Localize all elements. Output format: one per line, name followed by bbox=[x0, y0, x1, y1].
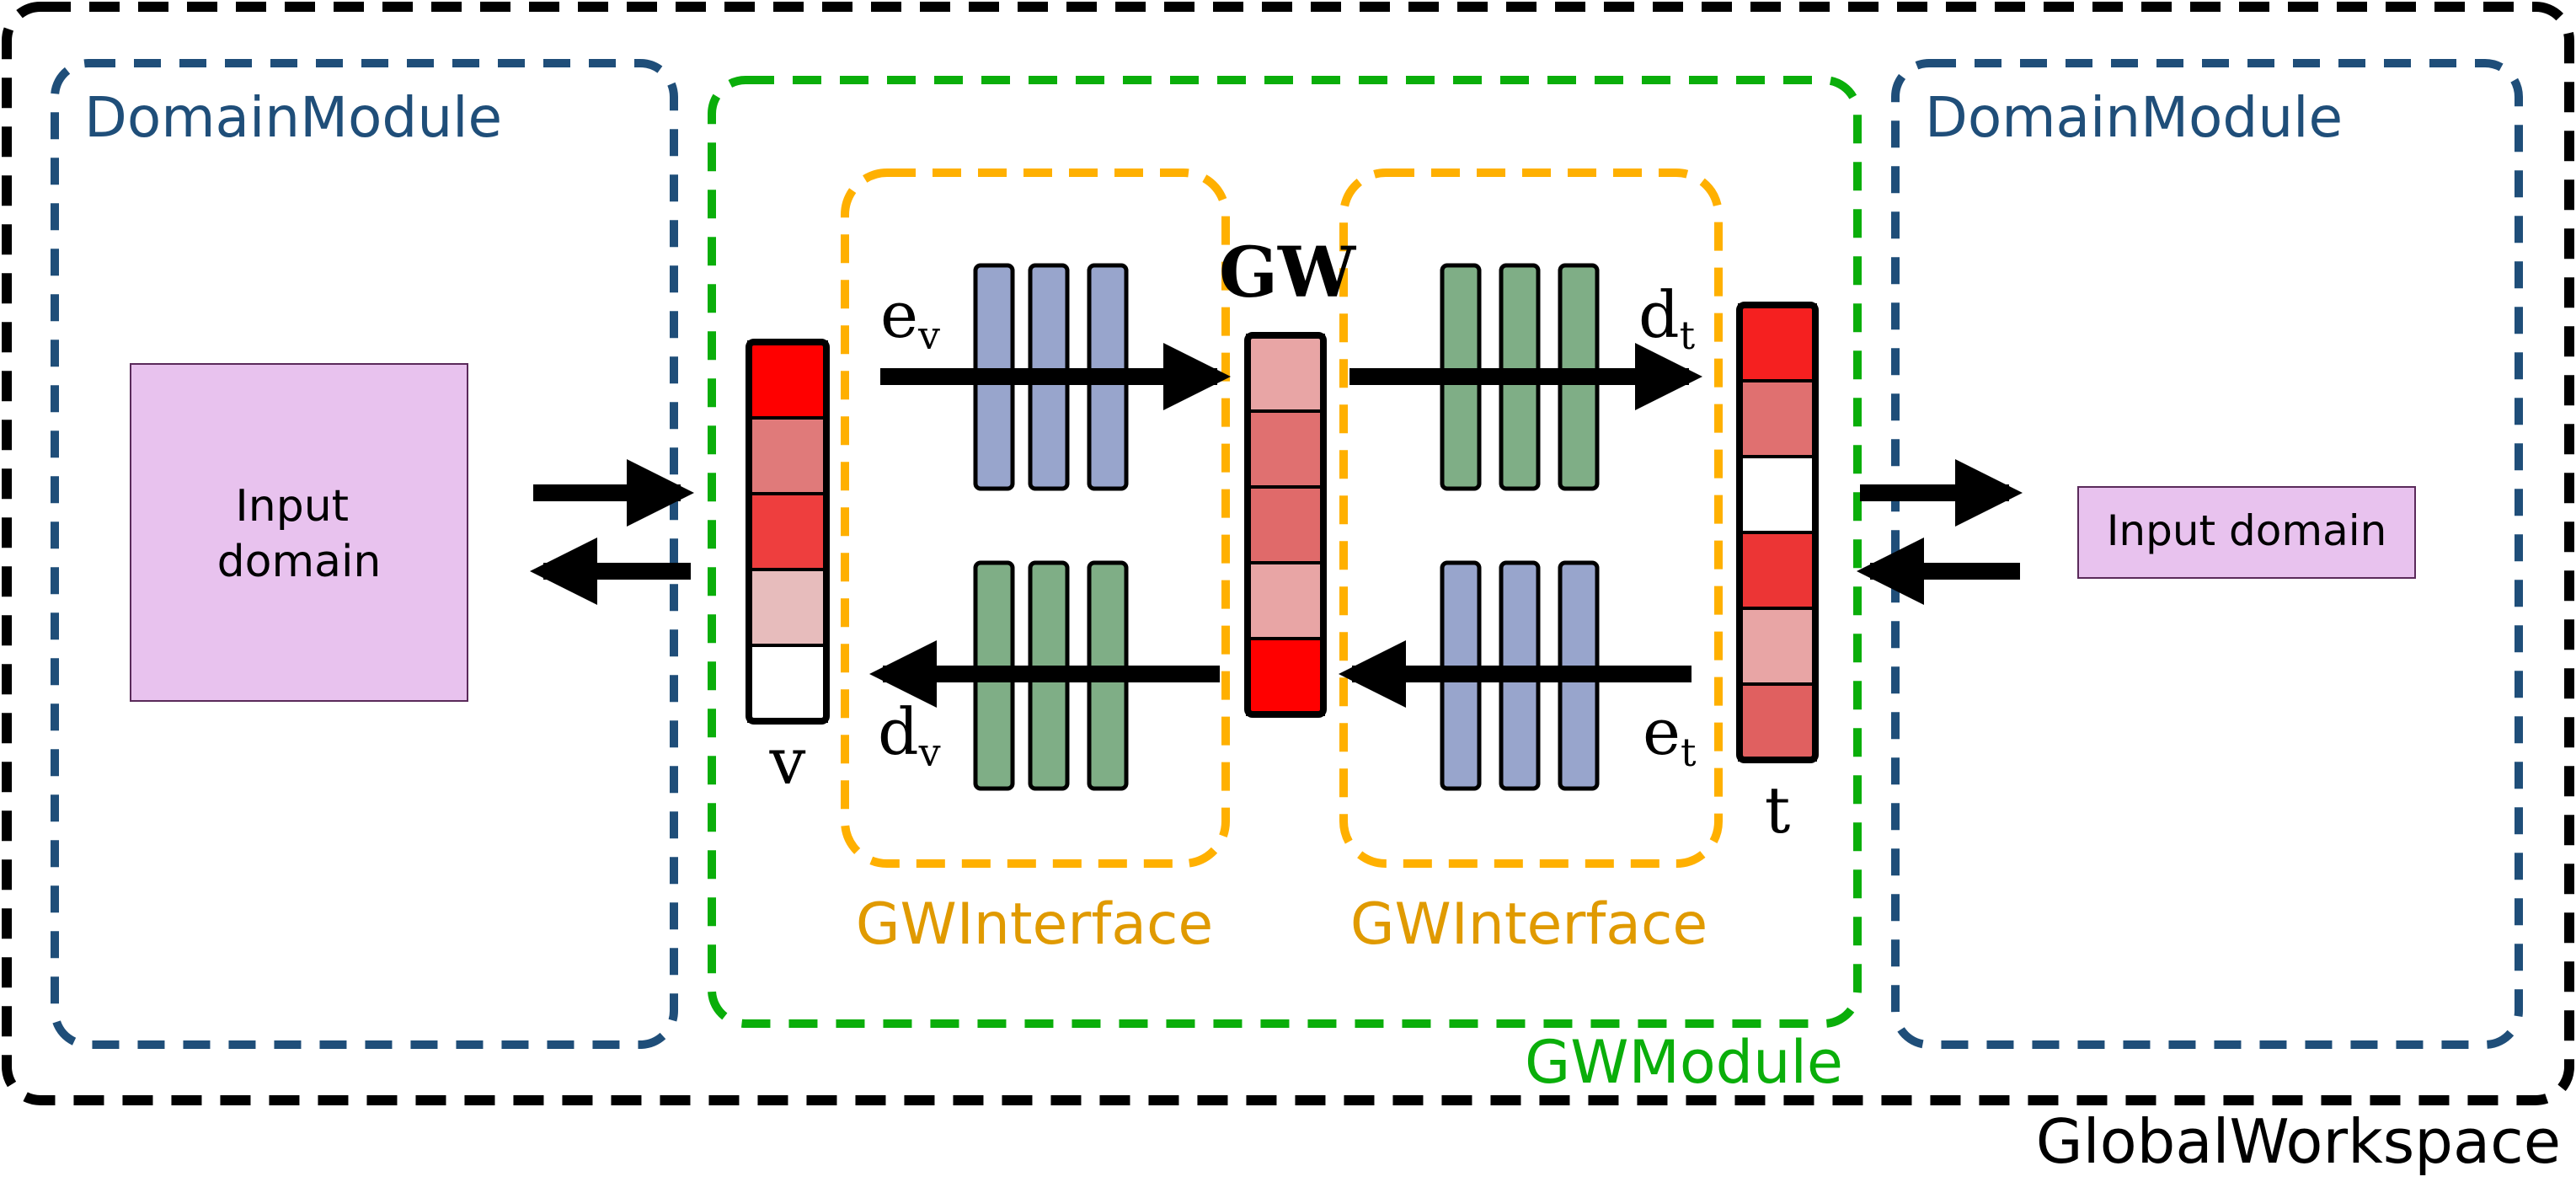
vector-cell bbox=[747, 568, 828, 647]
vector-cell bbox=[1738, 607, 1817, 686]
vector-cell bbox=[1246, 637, 1325, 716]
e-t-label: et bbox=[1643, 694, 1697, 775]
v-label: v bbox=[769, 724, 806, 799]
vector-cell bbox=[1246, 334, 1325, 413]
vector-cell bbox=[747, 416, 828, 495]
domain-module-left-label: DomainModule bbox=[84, 85, 502, 150]
vector-cell bbox=[1738, 379, 1817, 458]
d-v-label: dv bbox=[878, 694, 941, 775]
input-domain-right-box bbox=[2077, 486, 2416, 579]
input-domain-right-label: Input domain bbox=[2107, 506, 2387, 555]
gw-module-label: GWModule bbox=[1525, 1028, 1843, 1097]
v-vector bbox=[746, 339, 830, 725]
domain-module-right-label: DomainModule bbox=[1925, 85, 2343, 150]
t-label: t bbox=[1765, 773, 1791, 848]
vector-cell bbox=[1738, 455, 1817, 534]
vector-outline bbox=[746, 339, 830, 725]
global-workspace-label: GlobalWorkspace bbox=[2036, 1106, 2561, 1177]
vector-outline bbox=[1244, 332, 1327, 718]
vector-cell bbox=[747, 492, 828, 571]
vector-cell bbox=[1738, 682, 1817, 762]
vector-outline bbox=[1736, 302, 1819, 763]
gw-interface-left-border bbox=[841, 168, 1230, 868]
global-workspace-border bbox=[2, 2, 2574, 1105]
d-t-label: dt bbox=[1638, 277, 1696, 358]
gw-interface-right-border bbox=[1339, 168, 1723, 868]
t-vector bbox=[1736, 302, 1819, 763]
input-domain-left-box bbox=[130, 363, 468, 702]
vector-cell bbox=[1738, 303, 1817, 382]
e-v-label: ev bbox=[880, 277, 940, 358]
gw-label: GW bbox=[1219, 233, 1357, 313]
vector-cell bbox=[747, 340, 828, 420]
gw-vector bbox=[1244, 332, 1327, 718]
gw-interface-right-label: GWInterface bbox=[1350, 891, 1708, 958]
domain-module-left-border bbox=[51, 59, 678, 1049]
input-domain-left-label: Input domain bbox=[217, 481, 382, 587]
vector-cell bbox=[1738, 531, 1817, 610]
vector-cell bbox=[1246, 409, 1325, 489]
vector-cell bbox=[1246, 561, 1325, 640]
vector-cell bbox=[1246, 485, 1325, 564]
vector-cell bbox=[747, 644, 828, 723]
gw-interface-left-label: GWInterface bbox=[856, 891, 1213, 958]
